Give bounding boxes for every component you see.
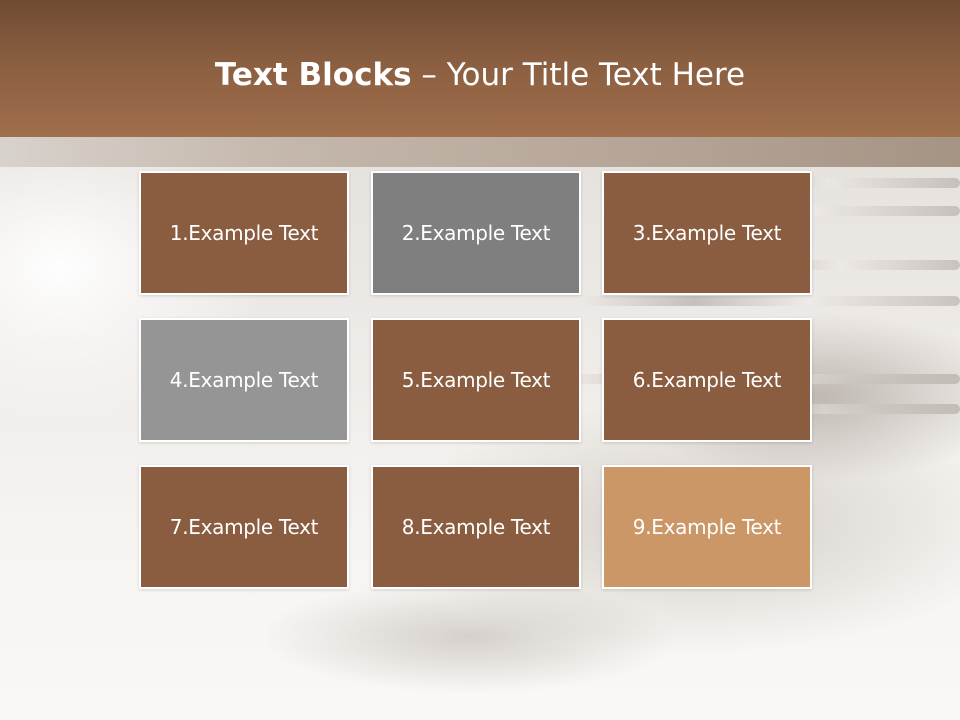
title-dash: –: [411, 57, 447, 93]
text-block-2[interactable]: 2.Example Text: [371, 171, 581, 295]
text-block-label: 8.Example Text: [401, 515, 551, 539]
text-block-5[interactable]: 5.Example Text: [371, 318, 581, 442]
text-block-label: 2.Example Text: [401, 221, 551, 245]
book-line: [580, 296, 960, 306]
title-bold-part: Text Blocks: [214, 57, 412, 93]
text-block-label: 9.Example Text: [632, 515, 782, 539]
text-block-label: 4.Example Text: [169, 368, 319, 392]
title-rest: Your Title Text Here: [446, 57, 746, 93]
text-block-grid: 1.Example Text 2.Example Text 3.Example …: [139, 171, 815, 593]
text-block-label: 5.Example Text: [401, 368, 551, 392]
header-band: [0, 0, 960, 137]
text-block-label: 3.Example Text: [632, 221, 782, 245]
text-block-8[interactable]: 8.Example Text: [371, 465, 581, 589]
slide-title: Text Blocks – Your Title Text Here: [0, 48, 960, 102]
text-block-9[interactable]: 9.Example Text: [602, 465, 812, 589]
text-block-7[interactable]: 7.Example Text: [139, 465, 349, 589]
text-block-label: 7.Example Text: [169, 515, 319, 539]
text-block-6[interactable]: 6.Example Text: [602, 318, 812, 442]
text-block-3[interactable]: 3.Example Text: [602, 171, 812, 295]
text-block-label: 1.Example Text: [169, 221, 319, 245]
text-block-label: 6.Example Text: [632, 368, 782, 392]
text-block-4[interactable]: 4.Example Text: [139, 318, 349, 442]
text-block-1[interactable]: 1.Example Text: [139, 171, 349, 295]
header-strip: [0, 137, 960, 167]
